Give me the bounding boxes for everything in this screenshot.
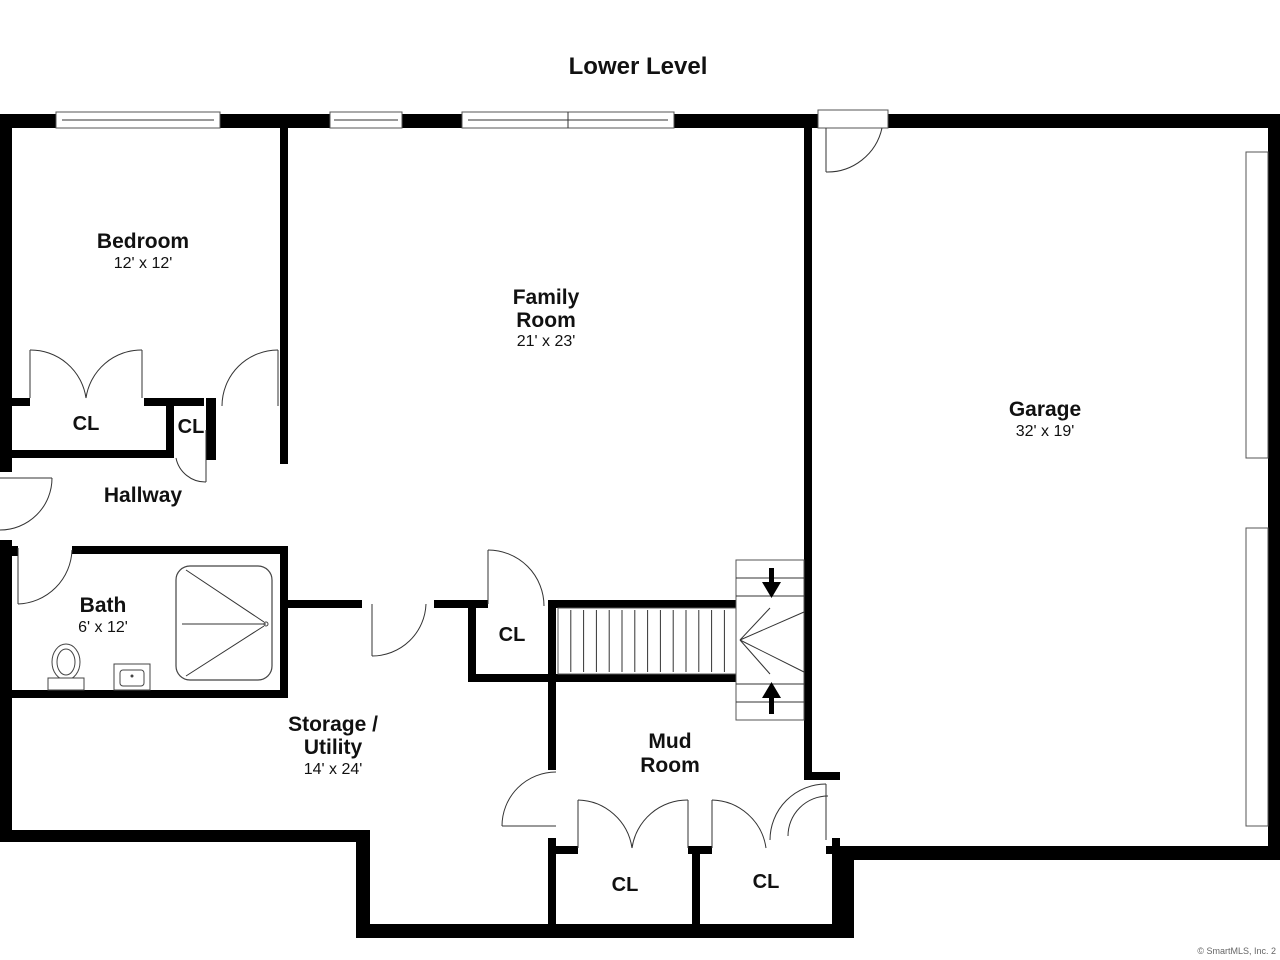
family-room-dims: 21' x 23' (517, 333, 576, 350)
closet-label: CL (499, 624, 526, 646)
toilet-icon (47, 643, 85, 691)
copyright-notice: © SmartMLS, Inc. 2 (1197, 946, 1276, 956)
family-room-label-line2: Room (516, 309, 576, 332)
stair-down-arrow-icon (762, 568, 781, 598)
storage-label-line1: Storage / (288, 713, 378, 736)
shower-icon (175, 565, 273, 681)
exterior-walls (0, 114, 1280, 938)
storage-label-line2: Utility (304, 736, 363, 759)
family-room-label-line1: Family (513, 286, 580, 309)
bath-label: Bath (80, 594, 127, 617)
closet-label: CL (612, 874, 639, 896)
stair-up-arrow-icon (762, 682, 781, 714)
mud-room-label-line1: Mud (648, 730, 691, 753)
garage-doors (1245, 151, 1269, 827)
closet-label: CL (753, 871, 780, 893)
garage-label: Garage (1009, 398, 1081, 421)
bedroom-label: Bedroom (97, 230, 189, 253)
hallway-label: Hallway (104, 484, 183, 507)
doors (0, 109, 889, 849)
closet-label: CL (178, 416, 205, 438)
closet-label: CL (73, 413, 100, 435)
bath-dims: 6' x 12' (78, 619, 128, 636)
bedroom-dims: 12' x 12' (114, 255, 173, 272)
sink-icon (113, 663, 151, 691)
mud-room-label-line2: Room (640, 754, 700, 777)
plan-title: Lower Level (569, 53, 708, 80)
windows (55, 111, 675, 129)
garage-dims: 32' x 19' (1016, 423, 1075, 440)
interior-walls (12, 128, 848, 928)
storage-dims: 14' x 24' (304, 761, 363, 778)
